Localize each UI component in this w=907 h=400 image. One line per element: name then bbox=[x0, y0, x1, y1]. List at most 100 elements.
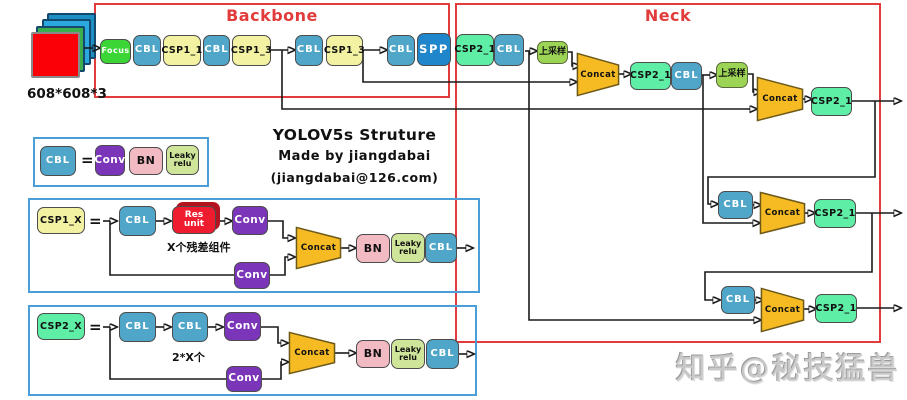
input-size-label: 608*608*3 bbox=[27, 86, 107, 102]
conv-node-label: Conv bbox=[228, 372, 260, 385]
legend-csp2-cbl-out-node: CBL bbox=[426, 339, 459, 369]
conv-node-label: Conv bbox=[236, 268, 268, 281]
csp2-1-node-1: CSP2_1 bbox=[454, 34, 496, 66]
legend-csp2-key-label: CSP2_X bbox=[39, 320, 83, 332]
legend-csp2-key-node: CSP2_X bbox=[37, 313, 85, 340]
csp2-1-node-label: CSP2_1 bbox=[814, 207, 856, 219]
legend-csp2-conv-top-node: Conv bbox=[224, 312, 261, 341]
csp2-1-node-4: CSP2_1 bbox=[814, 199, 856, 228]
legend-csp2-cbl2-node: CBL bbox=[172, 312, 208, 342]
csp2-1-node-label: CSP2_1 bbox=[629, 70, 672, 82]
leakyrelu-label-line2: relu bbox=[173, 159, 192, 168]
cbl-node-label: CBL bbox=[296, 44, 322, 56]
leakyrelu-label-line2: relu bbox=[399, 247, 417, 256]
cbl-node-label: CBL bbox=[496, 43, 522, 55]
legend-csp2-leakyrelu-node: Leaky relu bbox=[391, 339, 425, 369]
legend-csp1-key-node: CSP1_X bbox=[37, 207, 85, 234]
cbl-node-label: CBL bbox=[204, 44, 229, 56]
equals-sign: = bbox=[81, 151, 94, 169]
cbl-node-label: CBL bbox=[134, 44, 160, 56]
spp-node: SPP bbox=[417, 33, 451, 66]
csp2-1-node-3: CSP2_1 bbox=[811, 87, 852, 116]
concat-node-label: Concat bbox=[294, 348, 330, 358]
csp1-3-node-second: CSP1_3 bbox=[323, 35, 366, 66]
email-line: (jiangdabai@126.com) bbox=[270, 170, 439, 185]
upsample-node-label: 上采样 bbox=[718, 69, 746, 80]
cbl-node-label: CBL bbox=[723, 198, 748, 210]
legend-cbl-conv-node: Conv bbox=[94, 145, 126, 176]
resunit-label-line1: Res bbox=[184, 209, 204, 220]
conv-node-label: Conv bbox=[226, 319, 259, 332]
concat-node-4: Concat bbox=[761, 288, 804, 332]
resunit-label-line2: unit bbox=[183, 219, 205, 229]
cbl-node-backbone-4: CBL bbox=[387, 35, 415, 66]
cbl-node-label: CBL bbox=[125, 214, 150, 226]
leakyrelu-label-line1: Leaky bbox=[394, 238, 422, 248]
title-block: YOLOV5s Struture Made by jiangdabai (jia… bbox=[262, 126, 447, 185]
neck-region-box: Neck bbox=[455, 3, 881, 343]
legend-csp1-cbl-out-node: CBL bbox=[425, 233, 457, 263]
leakyrelu-label-line2: relu bbox=[399, 353, 417, 362]
focus-node-label: Focus bbox=[101, 46, 130, 56]
cbl-node-label: CBL bbox=[725, 293, 751, 305]
cbl-node-label: CBL bbox=[388, 44, 414, 56]
bn-node-label: BN bbox=[363, 241, 383, 255]
legend-csp2-box bbox=[28, 305, 477, 396]
cbl-node-label: CBL bbox=[177, 320, 203, 332]
cbl-node-neck-4: CBL bbox=[721, 286, 755, 314]
cbl-node-neck-1: CBL bbox=[494, 34, 524, 66]
csp1-1-node-label: CSP1_1 bbox=[161, 44, 203, 56]
concat-node-label: Concat bbox=[764, 208, 801, 218]
csp2-1-node-label: CSP2_1 bbox=[810, 95, 853, 107]
leakyrelu-label-line1: Leaky bbox=[394, 344, 422, 354]
concat-node-label: Concat bbox=[762, 94, 798, 104]
legend-cbl-key-label: CBL bbox=[45, 154, 71, 166]
legend-cbl-key-node: CBL bbox=[40, 146, 76, 176]
csp1-3-node-first: CSP1_3 bbox=[230, 35, 273, 66]
cbl-node-neck-2: CBL bbox=[671, 62, 702, 90]
legend-csp2-note: 2*X个 bbox=[172, 351, 205, 364]
watermark-text: 知乎@秘技猛兽 bbox=[676, 352, 900, 387]
backbone-region-title: Backbone bbox=[226, 6, 318, 25]
legend-csp1-box bbox=[28, 198, 480, 293]
conv-node-label: Conv bbox=[234, 213, 266, 226]
spp-node-label: SPP bbox=[419, 42, 449, 57]
cbl-node-label: CBL bbox=[428, 241, 454, 253]
legend-csp1-cbl-node: CBL bbox=[119, 206, 156, 236]
equals-sign: = bbox=[89, 318, 102, 336]
concat-node-label: Concat bbox=[300, 243, 337, 253]
cbl-node-backbone-2: CBL bbox=[203, 35, 230, 66]
csp2-1-node-2: CSP2_1 bbox=[630, 62, 671, 90]
upsample-node-label: 上采样 bbox=[538, 46, 566, 57]
legend-csp1-note: X个残差组件 bbox=[167, 241, 231, 254]
upsample-node-2: 上采样 bbox=[716, 62, 748, 88]
legend-csp2-concat-node: Concat bbox=[289, 332, 335, 374]
legend-csp1-resunit-node: Res unit bbox=[172, 206, 216, 234]
csp2-1-node-label: CSP2_1 bbox=[454, 44, 496, 56]
input-image-layer-1 bbox=[31, 32, 80, 78]
conv-node-label: Conv bbox=[94, 153, 126, 166]
bn-node-label: BN bbox=[363, 347, 383, 361]
author-line: Made by jiangdabai bbox=[278, 149, 431, 164]
csp2-1-node-label: CSP2_1 bbox=[815, 302, 857, 314]
legend-cbl-bn-node: BN bbox=[129, 147, 163, 175]
legend-csp2-conv-bottom-node: Conv bbox=[226, 366, 262, 392]
csp1-3-node-label: CSP1_3 bbox=[323, 44, 366, 56]
cbl-node-backbone-1: CBL bbox=[133, 35, 161, 66]
cbl-node-neck-3: CBL bbox=[718, 191, 753, 219]
cbl-node-label: CBL bbox=[430, 347, 455, 359]
legend-cbl-leakyrelu-node: Leaky relu bbox=[166, 145, 199, 175]
legend-csp1-conv-top-node: Conv bbox=[232, 206, 268, 235]
legend-csp1-key-label: CSP1_X bbox=[39, 214, 83, 226]
legend-csp2-cbl1-node: CBL bbox=[119, 312, 156, 342]
csp2-1-node-5: CSP2_1 bbox=[815, 294, 857, 323]
legend-csp1-bn-node: BN bbox=[356, 234, 390, 263]
cbl-node-backbone-3: CBL bbox=[295, 35, 323, 66]
csp1-3-node-label: CSP1_3 bbox=[230, 44, 273, 56]
legend-csp1-conv-bottom-node: Conv bbox=[234, 262, 270, 289]
concat-node-label: Concat bbox=[764, 305, 801, 315]
concat-node-label: Concat bbox=[580, 69, 616, 80]
cbl-node-label: CBL bbox=[125, 320, 150, 332]
page-title: YOLOV5s Struture bbox=[272, 126, 437, 144]
leakyrelu-label-line1: Leaky bbox=[169, 150, 196, 160]
